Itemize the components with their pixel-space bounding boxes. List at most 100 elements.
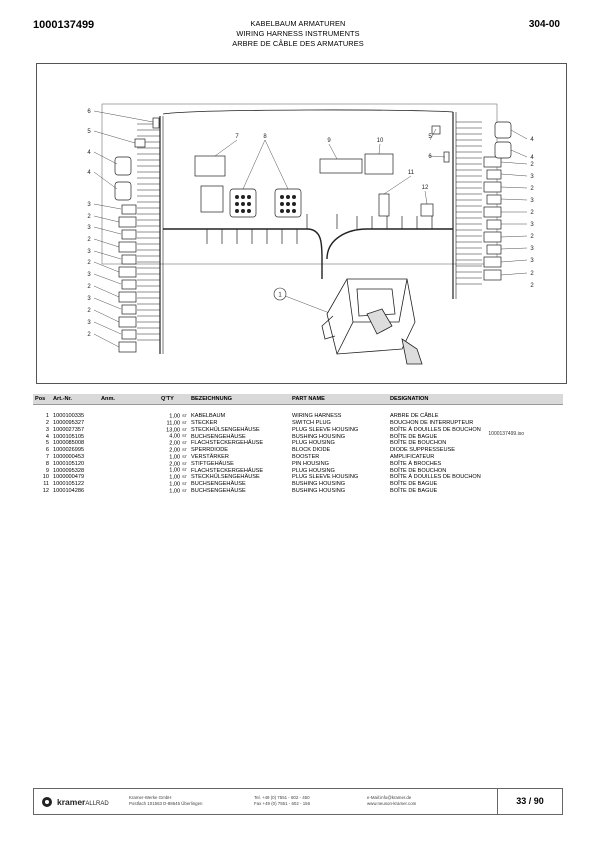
wiring-diagram: 1 7 8 9 10 11 12 5 6 6 5 4 4 3 2 3 2 3 2… [36, 63, 567, 437]
callout-2-left: 2 [87, 237, 91, 243]
title-french: ARBRE DE CÂBLE DES ARMATURES [232, 39, 364, 48]
cell-art-nr: 1000100335 [53, 413, 85, 420]
cell-designation: BOÎTE DE BAGUE [390, 488, 438, 495]
cell-designation: BOUCHON DE INTERRUPTEUR [390, 420, 474, 427]
cell-anm [99, 433, 159, 440]
cell-designation: BOÎTE À DOUILLES DE BOUCHON [390, 426, 481, 433]
cell-art-nr: 1000105105 [53, 433, 85, 440]
callout-3-right: 3 [530, 246, 534, 252]
cell-art-nr: 1000000453 [53, 454, 85, 461]
callout-5-right: 5 [428, 134, 432, 140]
email-link[interactable]: e-Mail:info@kramer.de [367, 795, 412, 800]
callout-3-left: 3 [87, 272, 91, 278]
header-qty: Q'TY [159, 394, 189, 405]
callout-7: 7 [235, 134, 239, 140]
cell-art-nr: 1000085008 [53, 440, 85, 447]
qty-value: 2,00 [169, 447, 181, 454]
qty-value: 1,00 [169, 467, 181, 474]
cell-part-name: BLOCK DIODE [292, 447, 331, 454]
callout-4-left-b: 4 [87, 170, 91, 176]
callout-1: 1 [278, 293, 282, 299]
phone-number: Tel. +49 (0) 7551 - 602 - 450 [254, 795, 310, 800]
cell-anm [99, 461, 159, 468]
qty-unit: ST [182, 468, 187, 473]
qty-value: 1,00 [169, 413, 181, 420]
cell-bezeichnung: BUCHSENGEHÄUSE [191, 488, 246, 495]
qty-unit: ST [182, 414, 187, 418]
cell-designation: BOÎTE À BROCHES [390, 460, 442, 467]
cell-art-nr: 1000105122 [53, 481, 85, 488]
cell-pos: 11 [43, 481, 49, 488]
qty-unit: ST [182, 461, 187, 466]
cell-anm [99, 440, 159, 447]
cell-art-nr: 1000104286 [53, 488, 85, 495]
cell-part-name: BUSHING HOUSING [292, 488, 346, 495]
cell-designation: DIODE SUPPRESSEUSE [390, 447, 455, 454]
table-spacer-row [33, 404, 563, 413]
wiring-diagram-illustration: 1 7 8 9 10 11 12 5 6 6 5 4 4 3 2 3 2 3 2… [87, 103, 534, 365]
callout-12: 12 [422, 185, 429, 191]
callout-2-left: 2 [87, 332, 91, 338]
callout-2-right: 2 [530, 186, 534, 192]
cell-bezeichnung: BUCHSENGEHÄUSE [191, 481, 246, 488]
cell-bezeichnung: KABELBAUM [191, 413, 226, 420]
cell-anm [99, 481, 159, 488]
callout-3-left: 3 [87, 320, 91, 326]
cell-designation: AMPLIFICATEUR [390, 454, 435, 461]
cell-bezeichnung: SPERRDIODE [191, 447, 228, 454]
header-bezeichnung: BEZEICHNUNG [189, 394, 290, 405]
qty-value: 1,00 [169, 488, 181, 495]
cell-pos: 8 [45, 460, 49, 467]
callout-4-right-a: 4 [530, 137, 534, 143]
qty-value: 2,00 [169, 440, 181, 447]
cell-anm [99, 447, 159, 454]
callout-6-left: 6 [87, 109, 91, 115]
cell-pos: 4 [45, 433, 49, 440]
callout-4-left-a: 4 [87, 150, 91, 156]
page-number: 33 / 90 [497, 789, 562, 814]
cell-bezeichnung: STIFTGEHÄUSE [191, 460, 234, 467]
qty-value: 1,00 [169, 481, 181, 488]
brand-suffix: ALLRAD [85, 801, 109, 807]
qty-unit: ST [182, 434, 187, 439]
cell-bezeichnung: STECKER [191, 420, 218, 427]
cell-part-name: PIN HOUSING [292, 460, 329, 467]
cell-art-nr: 1000026995 [53, 447, 85, 454]
header-anm: Anm. [99, 394, 159, 405]
qty-value: 11,00 [166, 420, 181, 427]
qty-unit: ST [182, 475, 187, 480]
cell-pos: 9 [45, 467, 49, 474]
brand-name: kramer [57, 797, 86, 807]
callout-2-left: 2 [87, 308, 91, 314]
cell-pos: 5 [45, 440, 49, 447]
cell-pos: 3 [45, 426, 49, 433]
cell-anm [99, 474, 159, 481]
spacer-cell [33, 404, 563, 413]
cell-part-name: PLUG SLEEVE HOUSING [292, 474, 359, 481]
website-link[interactable]: www.neuson-kramer.com [367, 801, 417, 806]
callout-4-right-b: 4 [530, 155, 534, 161]
callout-2-right: 2 [530, 234, 534, 240]
cell-part-name: BOOSTER [292, 454, 320, 461]
document-number: 1000137499 [33, 19, 95, 31]
callout-2-right: 2 [530, 210, 534, 216]
brand-logo: kramerALLRAD [57, 797, 109, 807]
cell-designation: BOÎTE DE BAGUE [390, 433, 438, 440]
callout-2-right: 2 [530, 271, 534, 277]
cell-bezeichnung: STECKHÜLSENGEHÄUSE [191, 474, 260, 481]
cell-bezeichnung: VERSTÄRKER [191, 454, 229, 461]
page-code: 304-00 [528, 19, 560, 30]
header-designation: DESIGNATION [388, 394, 563, 405]
